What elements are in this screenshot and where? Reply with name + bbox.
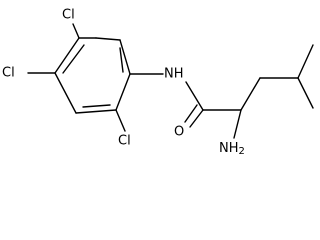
bond-carbonyl-o-double: [184, 104, 198, 123]
bond-alpha-nh2: [233, 109, 242, 139]
bond-alpha-ch2: [240, 77, 261, 111]
bond-ring-cl-top: [72, 23, 80, 39]
ring-bond: [115, 73, 131, 111]
bond-ch-methyl-top: [297, 44, 314, 79]
ring-bond: [95, 37, 121, 41]
bond-ring-cl-bottom: [115, 109, 126, 132]
amine-nh-text: NH: [219, 141, 239, 156]
amine-subscript: 2: [239, 146, 245, 157]
ring-double-bond: [119, 47, 124, 73]
atom-amide-nh: NH: [164, 67, 184, 82]
atom-chlorine-top: Cl: [62, 8, 75, 23]
ring-bond: [54, 72, 77, 114]
ring-double-bond: [62, 44, 85, 74]
ring-bond: [54, 37, 80, 74]
atom-chlorine-left: Cl: [2, 66, 15, 81]
bond-nh-carbonyl: [185, 81, 204, 111]
atom-chlorine-bottom: Cl: [118, 134, 131, 149]
chemical-structure: Cl Cl Cl NH O NH2: [2, 8, 314, 157]
bond-carbonyl-o: [189, 109, 204, 128]
bond-ch-methyl-bottom: [297, 77, 314, 109]
ring-bond: [119, 39, 131, 75]
benzene-ring: [54, 37, 131, 114]
atom-oxygen: O: [174, 125, 184, 140]
atom-amine-nh2: NH2: [219, 141, 245, 157]
ring-double-bond: [82, 104, 111, 108]
ring-bond: [75, 109, 117, 114]
